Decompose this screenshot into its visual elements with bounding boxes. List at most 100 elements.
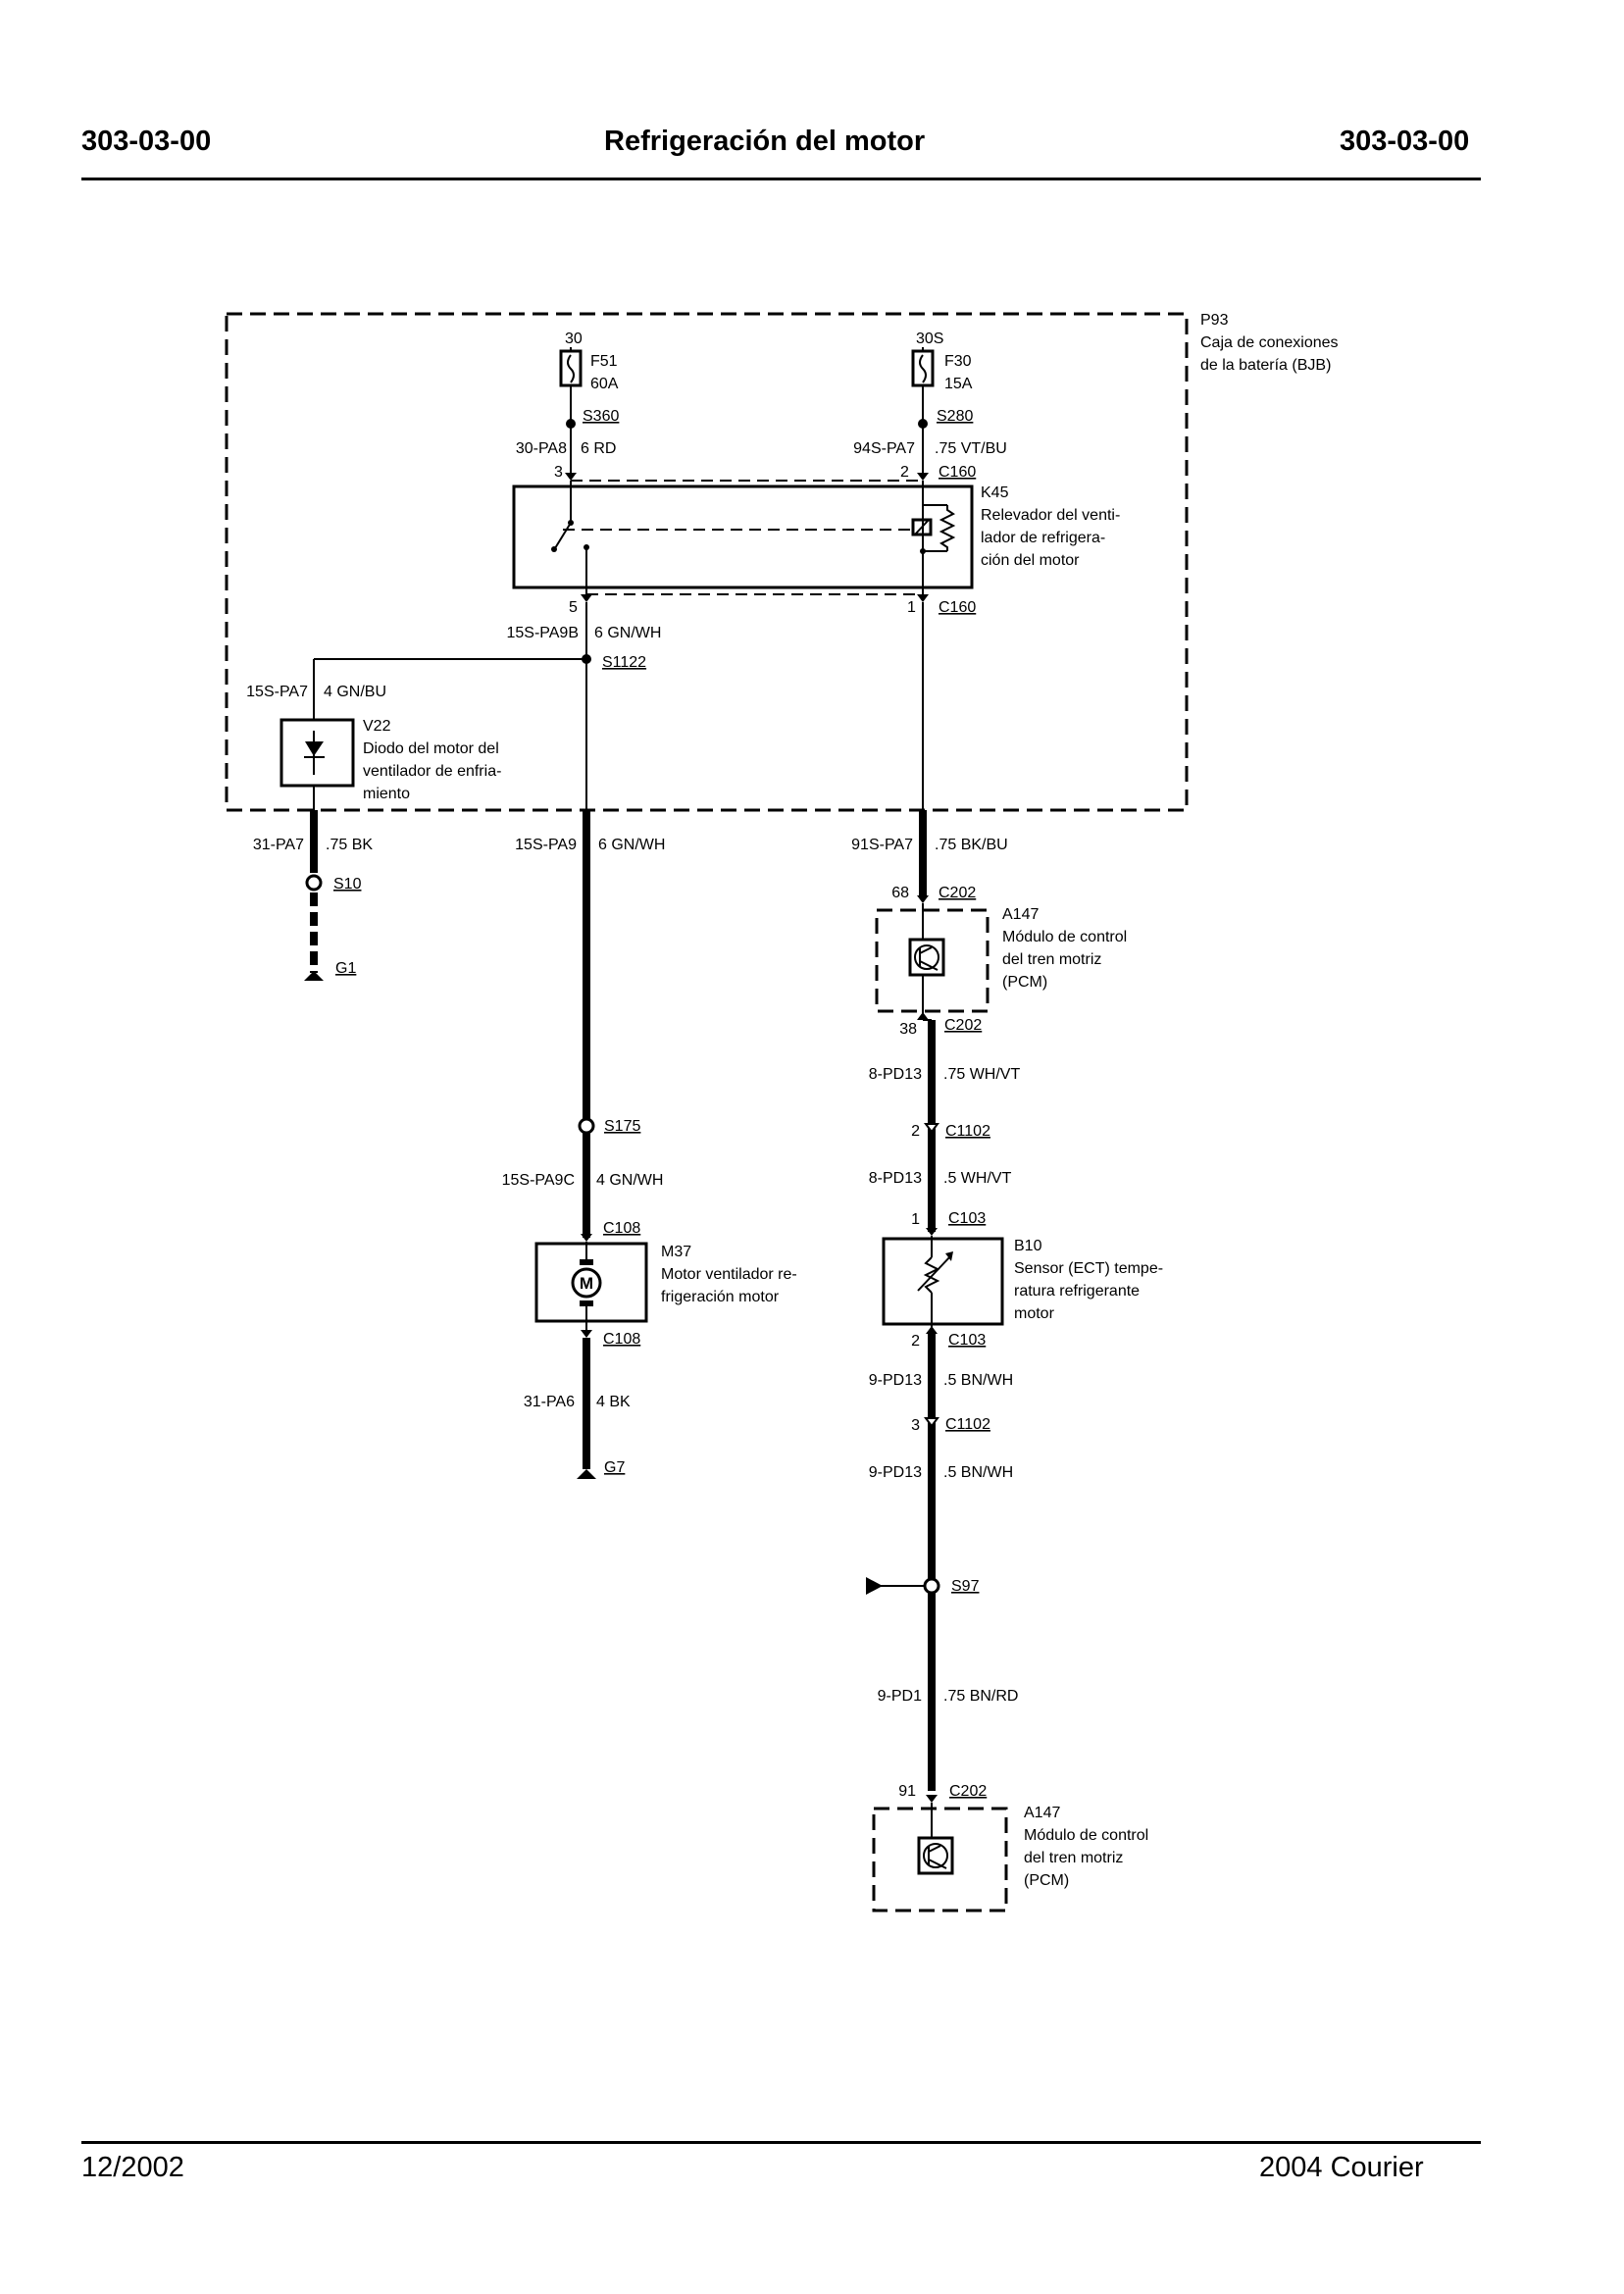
w-15spa9c-gauge: 4 GN/WH <box>596 1172 663 1189</box>
g7-ground-symbol <box>577 1469 596 1479</box>
w-30pa8-gauge: 6 RD <box>581 440 616 457</box>
m37-id: M37 <box>661 1244 691 1260</box>
b10-thermistor <box>923 1256 940 1294</box>
w-31pa6-circuit: 31-PA6 <box>524 1394 575 1410</box>
v22-id: V22 <box>363 718 391 735</box>
w-8pd13a-circuit: 8-PD13 <box>869 1066 922 1083</box>
footer-rule <box>81 2141 1481 2144</box>
k45-conn-bot: C160 <box>939 599 976 616</box>
pcm2-id: A147 <box>1024 1805 1060 1821</box>
w-31pa7-gauge: .75 BK <box>326 837 373 853</box>
k45-desc-3: ción del motor <box>981 552 1080 569</box>
g1-ground-symbol <box>304 971 324 981</box>
w-15spa7-gauge: 4 GN/BU <box>324 684 386 700</box>
k45-pin-1: 1 <box>907 599 916 616</box>
pcm2-desc-3: (PCM) <box>1024 1872 1069 1889</box>
m37-motor-box <box>534 1242 648 1323</box>
g7-label: G7 <box>604 1459 625 1476</box>
k45-pin-3: 3 <box>554 464 563 481</box>
pcm1-desc-1: Módulo de control <box>1002 929 1127 945</box>
m37-desc-2: frigeración motor <box>661 1289 780 1305</box>
pcm1-conn-bot: C202 <box>944 1017 982 1034</box>
w-9pd13a-gauge: .5 BN/WH <box>943 1372 1013 1389</box>
f51-terminal: 30 <box>565 331 583 347</box>
m37-conn-top: C108 <box>603 1220 640 1237</box>
pcm1-conn-top: C202 <box>939 885 976 901</box>
b10-desc-3: motor <box>1014 1305 1055 1322</box>
k45-desc-1: Relevador del venti- <box>981 507 1120 524</box>
w-91spa7-circuit: 91S-PA7 <box>851 837 913 853</box>
w-15spa9-circuit: 15S-PA9 <box>515 837 577 853</box>
header-rule <box>81 178 1481 180</box>
pcm2-desc-1: Módulo de control <box>1024 1827 1148 1844</box>
b10-desc-1: Sensor (ECT) tempe- <box>1014 1260 1163 1277</box>
pcm1-id: A147 <box>1002 906 1039 923</box>
w-15spa9b-circuit: 15S-PA9B <box>506 625 579 641</box>
c1102b-pin: 3 <box>911 1417 920 1434</box>
f51-fuse-element <box>567 354 575 383</box>
k45-desc-2: lador de refrigera- <box>981 530 1105 546</box>
m37-conn-bot: C108 <box>603 1331 640 1348</box>
s10-label: S10 <box>333 876 362 892</box>
pcm1-desc-2: del tren motriz <box>1002 951 1101 968</box>
g1-label: G1 <box>335 960 356 977</box>
footer-date: 12/2002 <box>81 2152 184 2183</box>
pcm2-transistor-symbol <box>923 1843 948 1868</box>
w-30pa8-circuit: 30-PA8 <box>516 440 567 457</box>
w-15spa9-gauge: 6 GN/WH <box>598 837 665 853</box>
page-title: Refrigeración del motor <box>604 126 926 157</box>
pcm1-pin-top: 68 <box>891 885 909 901</box>
s175-splice <box>578 1117 595 1135</box>
k45-pin-5: 5 <box>569 599 578 616</box>
w-15spa9b-gauge: 6 GN/WH <box>594 625 661 641</box>
c1102a-conn: C1102 <box>945 1123 990 1140</box>
s97-label: S97 <box>951 1578 980 1595</box>
w-31pa6-gauge: 4 BK <box>596 1394 631 1410</box>
bjb-id: P93 <box>1200 312 1229 329</box>
f51-rating: 60A <box>590 376 619 392</box>
s360-label: S360 <box>583 408 619 425</box>
k45-pin1-arrow <box>917 594 929 602</box>
pcm1-module-box <box>875 908 990 1013</box>
v22-desc-2: ventilador de enfria- <box>363 763 501 780</box>
v22-desc-3: miento <box>363 786 410 802</box>
w-94spa7-gauge: .75 VT/BU <box>935 440 1007 457</box>
pcm2-conn-top: C202 <box>949 1783 987 1800</box>
k45-pin3-arrow <box>565 473 577 481</box>
footer-model: 2004 Courier <box>1259 2152 1424 2183</box>
b10-conn-top: C103 <box>948 1210 986 1227</box>
f30-rating: 15A <box>944 376 973 392</box>
b10-sensor-box <box>882 1237 1004 1326</box>
w-91spa7-gauge: .75 BK/BU <box>935 837 1008 853</box>
w-9pd1-circuit: 9-PD1 <box>878 1688 922 1705</box>
pcm1-transistor-box <box>908 938 945 977</box>
s97-arrow <box>866 1577 883 1595</box>
k45-pin-2: 2 <box>900 464 909 481</box>
pcm1-desc-3: (PCM) <box>1002 974 1047 991</box>
f30-fuse-element <box>919 354 927 383</box>
m37-motor-letter: M <box>580 1274 593 1293</box>
w-9pd1-gauge: .75 BN/RD <box>943 1688 1018 1705</box>
bjb-desc-2: de la batería (BJB) <box>1200 357 1331 374</box>
w-8pd13b-circuit: 8-PD13 <box>869 1170 922 1187</box>
s280-label: S280 <box>937 408 973 425</box>
header-right-code: 303-03-00 <box>1340 126 1470 157</box>
pcm1-transistor-symbol <box>914 944 939 970</box>
w-15spa9c-circuit: 15S-PA9C <box>502 1172 575 1189</box>
k45-conn-top: C160 <box>939 464 976 481</box>
b10-pin-bot: 2 <box>911 1333 920 1350</box>
k45-resistor <box>939 505 956 551</box>
header-left-code: 303-03-00 <box>81 126 212 157</box>
b10-pin-top: 1 <box>911 1211 920 1228</box>
b10-desc-2: ratura refrigerante <box>1014 1283 1140 1300</box>
m37-motor-symbol <box>571 1267 602 1299</box>
f51-id: F51 <box>590 353 618 370</box>
k45-id: K45 <box>981 484 1009 501</box>
c1102a-pin: 2 <box>911 1123 920 1140</box>
w-9pd13a-circuit: 9-PD13 <box>869 1372 922 1389</box>
k45-switch-blade <box>554 522 572 549</box>
k45-coil <box>911 518 933 536</box>
v22-diode-box <box>279 718 355 788</box>
